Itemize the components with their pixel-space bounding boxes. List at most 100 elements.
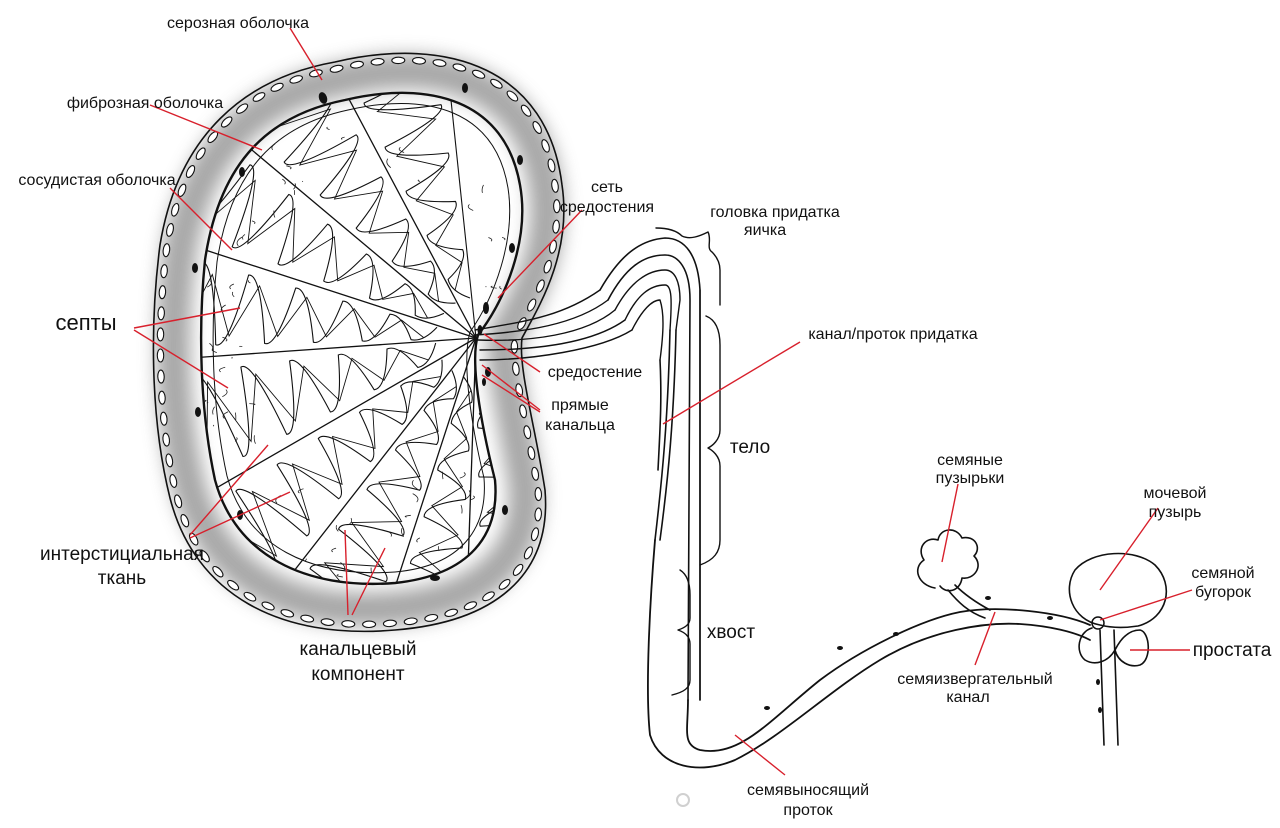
serous-cell xyxy=(162,243,171,258)
interstitial-squiggle xyxy=(336,574,343,578)
interstitial-squiggle xyxy=(236,236,243,247)
serous-cell xyxy=(424,613,439,622)
albuginea-contour xyxy=(199,91,524,586)
interstitial-squiggle xyxy=(249,403,256,405)
serous-cell xyxy=(534,507,542,522)
serous-cell xyxy=(156,348,165,363)
interstitial-squiggle xyxy=(459,472,466,479)
brace-head xyxy=(655,227,721,306)
label-prostate: простата xyxy=(1193,640,1272,661)
interstitial-squiggle xyxy=(206,402,209,404)
interstitial-squiggle xyxy=(222,389,228,398)
interstitial-squiggle xyxy=(469,495,475,501)
interstitial-squiggle xyxy=(489,398,493,402)
interstitial-squiggle xyxy=(253,435,256,444)
serous-cell xyxy=(506,90,519,102)
serous-cell xyxy=(541,139,550,153)
brace-tail xyxy=(671,569,691,696)
serous-cell xyxy=(212,565,224,578)
label-colliculus-2: бугорок xyxy=(1195,584,1252,601)
mediastinum-marks xyxy=(477,302,491,386)
serous-cell xyxy=(482,591,495,602)
serous-cell xyxy=(490,78,503,89)
serous-cell xyxy=(350,60,364,69)
septum xyxy=(201,337,477,549)
label-vas-2: проток xyxy=(783,802,833,819)
serous-cell xyxy=(227,579,240,591)
interstitial-squiggle xyxy=(401,527,405,537)
serous-cell xyxy=(498,578,511,590)
serous-cell xyxy=(174,494,183,509)
interstitial-squiggle xyxy=(465,490,471,500)
interstitial-squiggle xyxy=(222,411,229,419)
interstitial-squiggle xyxy=(331,547,337,553)
interstitial-squiggle xyxy=(242,234,246,240)
serous-cell xyxy=(527,298,537,312)
label-septa: септы xyxy=(55,310,116,335)
serous-cell xyxy=(320,618,335,626)
serous-cell xyxy=(512,361,520,376)
serous-cell xyxy=(543,259,552,274)
label-mediastinum: средостение xyxy=(548,364,643,381)
serous-cell xyxy=(185,164,196,179)
interstitial-squiggle xyxy=(231,291,235,298)
interstitial-squiggle xyxy=(467,204,474,211)
serous-cell xyxy=(236,103,249,114)
interstitial-squiggle xyxy=(247,280,251,284)
label-vascular: сосудистая оболочка xyxy=(18,172,175,189)
interstitial-squiggle xyxy=(416,537,421,543)
interstitial-squiggle xyxy=(251,220,256,225)
brace-body xyxy=(699,315,721,566)
seminiferous-tubule xyxy=(201,134,445,319)
label-epi-duct: канал/проток придатка xyxy=(808,326,977,343)
interstitial-squiggle xyxy=(335,525,339,532)
fibrous-nuclei xyxy=(192,83,523,581)
label-tubular-2: компонент xyxy=(311,664,405,685)
serous-cell xyxy=(171,202,180,217)
seminiferous-tubule xyxy=(382,376,473,584)
serous-cell xyxy=(169,474,178,488)
interstitial-squiggle xyxy=(273,210,276,218)
serous-cell xyxy=(530,527,540,542)
serous-cell xyxy=(534,487,543,502)
serous-cell xyxy=(523,546,533,560)
interstitial-squiggle xyxy=(297,488,304,494)
interstitial-squiggle xyxy=(398,146,405,153)
serous-outer-contour xyxy=(152,52,565,633)
label-rete-1: сеть xyxy=(591,179,623,196)
label-epi-head-2: яичка xyxy=(744,222,786,239)
serous-cell xyxy=(243,591,257,602)
label-rete-2: средостения xyxy=(560,199,654,216)
leader-lines xyxy=(133,27,1193,776)
interstitial-squiggle xyxy=(438,546,440,552)
seminiferous-tubule xyxy=(296,386,457,584)
label-seminal-2: пузырьки xyxy=(936,470,1005,487)
serous-cell xyxy=(157,369,165,384)
serous-cell xyxy=(341,620,356,628)
watermark-icon xyxy=(676,793,690,807)
interstitial-squiggle xyxy=(460,504,463,514)
serous-cell xyxy=(552,219,560,234)
serous-cell xyxy=(158,285,167,300)
interstitial-squiggle xyxy=(229,283,235,290)
interstitial-squiggle xyxy=(501,237,506,241)
interstitial-squiggle xyxy=(442,471,444,480)
interstitial-squiggle xyxy=(213,424,215,427)
serous-cell xyxy=(452,63,467,72)
serous-cell xyxy=(162,432,171,447)
serous-cell xyxy=(157,306,165,321)
interstitial-squiggle xyxy=(417,179,421,182)
serous-cell xyxy=(329,64,344,73)
label-ejaculatory-2: канал xyxy=(946,689,989,706)
serous-cell xyxy=(547,158,556,173)
serous-cell xyxy=(199,550,210,563)
seminiferous-tubule xyxy=(201,342,437,480)
serous-cell xyxy=(432,59,447,67)
interstitial-squiggle xyxy=(348,517,353,526)
serous-cell xyxy=(531,466,540,481)
label-bladder-1: мочевой xyxy=(1144,485,1207,502)
interstitial-squiggle xyxy=(218,366,226,373)
interstitial-squiggle xyxy=(389,531,392,537)
septum xyxy=(345,337,477,584)
